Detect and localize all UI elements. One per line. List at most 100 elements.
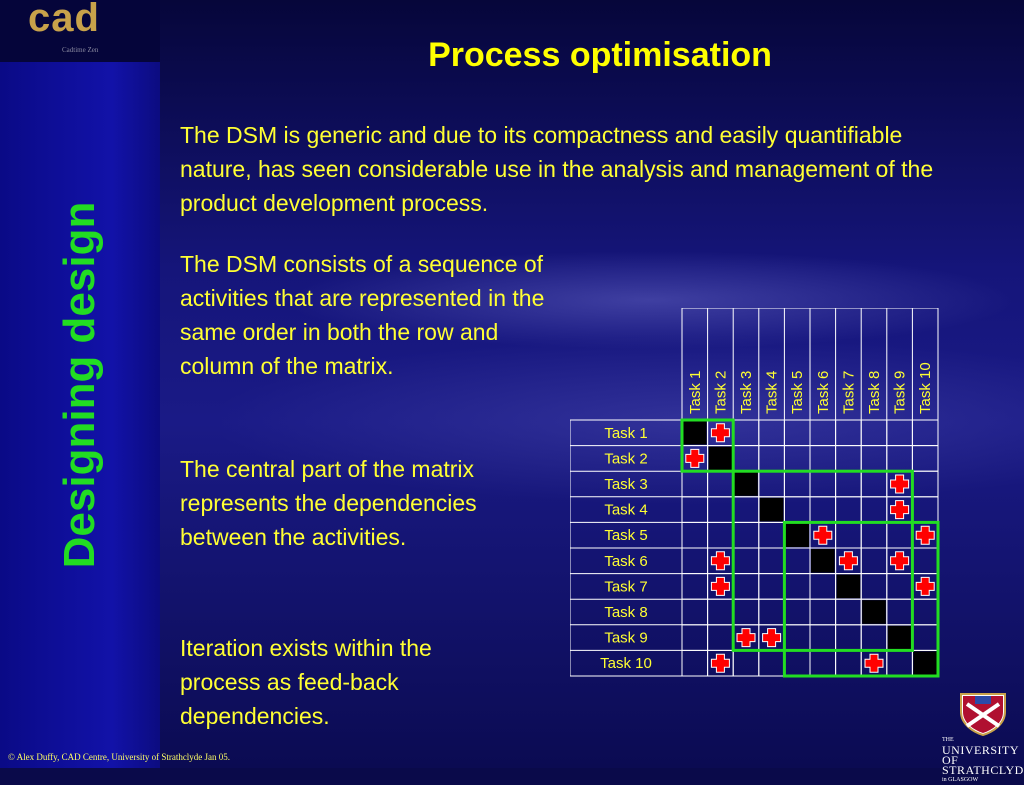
dsm-cell xyxy=(758,598,785,626)
dsm-cell xyxy=(732,598,760,626)
dsm-cell xyxy=(732,547,760,575)
dsm-cell xyxy=(809,419,837,447)
dsm-column-label: Task 10 xyxy=(917,362,934,414)
dsm-dependency-mark xyxy=(838,551,858,571)
logo-subtext: Cadtime Zen xyxy=(62,46,99,54)
university-crest-icon xyxy=(960,693,1006,736)
dsm-diagonal-cell xyxy=(836,574,861,599)
dsm-column-label: Task 6 xyxy=(815,371,832,414)
university-glasgow: in GLASGOW xyxy=(942,777,979,783)
dsm-cell xyxy=(809,573,837,600)
dsm-cell xyxy=(732,573,760,600)
dsm-iteration-group xyxy=(782,520,940,678)
dsm-cell xyxy=(809,624,837,651)
dsm-row-label: Task 6 xyxy=(604,553,647,570)
dsm-cell xyxy=(783,470,811,498)
dsm-dependency-mark xyxy=(915,525,935,545)
dsm-cell xyxy=(911,419,939,447)
dsm-cell xyxy=(835,624,862,651)
dsm-dependency-mark xyxy=(864,653,884,673)
dsm-cell xyxy=(758,521,785,549)
sidebar-vertical-title: Designing design xyxy=(55,201,104,569)
dsm-cell xyxy=(681,624,709,651)
dsm-diagonal-cell xyxy=(887,625,912,650)
dsm-cell xyxy=(860,419,888,447)
dsm-cell xyxy=(707,470,734,498)
dsm-diagonal-cell xyxy=(759,497,784,522)
dsm-diagonal-cell xyxy=(811,549,835,573)
dsm-dependency-mark xyxy=(710,551,730,571)
dsm-cell xyxy=(860,521,888,549)
university-of: UNIVERSITY OF xyxy=(942,743,1019,767)
dsm-cell xyxy=(809,496,837,523)
dsm-cell xyxy=(886,521,913,549)
dsm-dependency-mark xyxy=(915,576,935,596)
dsm-diagonal-cell xyxy=(708,446,733,471)
dsm-cell xyxy=(783,573,811,600)
dsm-cell xyxy=(835,445,862,472)
dsm-dependency-mark xyxy=(813,525,833,545)
dsm-column-label: Task 8 xyxy=(866,371,883,414)
dsm-cell xyxy=(860,573,888,600)
dsm-cell xyxy=(732,445,760,472)
dsm-cell xyxy=(809,470,837,498)
dsm-cell xyxy=(835,470,862,498)
dsm-dependency-mark xyxy=(710,576,730,596)
dsm-column-label: Task 4 xyxy=(764,371,781,414)
dsm-row-label: Task 1 xyxy=(604,425,647,442)
dsm-diagonal-cell xyxy=(785,523,809,547)
dsm-row-label: Task 8 xyxy=(604,604,647,621)
logo-text: cad xyxy=(28,0,100,40)
dsm-cell xyxy=(911,470,939,498)
dsm-cell xyxy=(860,496,888,523)
dsm-cell xyxy=(835,521,862,549)
dsm-cell xyxy=(783,445,811,472)
dsm-cell xyxy=(886,419,913,447)
dsm-cell xyxy=(707,521,734,549)
dsm-diagonal-cell xyxy=(734,472,758,496)
dsm-cell xyxy=(732,649,760,677)
dsm-cell xyxy=(783,419,811,447)
paragraph-dsm-iteration: Iteration exists within the process as f… xyxy=(180,635,432,729)
dsm-cell xyxy=(732,419,760,447)
dsm-cell xyxy=(758,419,785,447)
dsm-diagonal-cell xyxy=(913,651,937,675)
dsm-diagonal-cell xyxy=(683,421,707,445)
dsm-cell xyxy=(911,547,939,575)
dsm-cell xyxy=(758,573,785,600)
dsm-cell xyxy=(911,445,939,472)
dsm-cell xyxy=(783,598,811,626)
dsm-cell xyxy=(809,445,837,472)
dsm-cell xyxy=(681,521,709,549)
dsm-row-label: Task 4 xyxy=(604,502,647,519)
dsm-cell xyxy=(783,547,811,575)
dsm-cell xyxy=(809,598,837,626)
dsm-cell xyxy=(783,624,811,651)
dsm-cell xyxy=(707,496,734,523)
dsm-cell xyxy=(707,624,734,651)
dsm-row-label: Task 3 xyxy=(604,476,647,493)
dsm-diagonal-cell xyxy=(862,600,886,624)
dsm-cell xyxy=(732,496,760,523)
dsm-cell xyxy=(783,649,811,677)
dsm-cell xyxy=(758,445,785,472)
dsm-cell xyxy=(732,521,760,549)
dsm-cell xyxy=(860,624,888,651)
dsm-cell xyxy=(886,649,913,677)
dsm-column-label: Task 5 xyxy=(789,371,806,414)
dsm-cell xyxy=(758,649,785,677)
dsm-dependency-mark xyxy=(736,628,756,648)
slide-title: Process optimisation xyxy=(428,36,772,74)
dsm-cell xyxy=(860,470,888,498)
dsm-iteration-group xyxy=(680,418,735,473)
dsm-row-label: Task 7 xyxy=(604,578,647,595)
dsm-cell xyxy=(681,649,709,677)
paragraph-dsm-generic: The DSM is generic and due to its compac… xyxy=(180,122,934,216)
dsm-row-label: Task 2 xyxy=(604,450,647,467)
dsm-dependency-mark xyxy=(710,423,730,443)
dsm-dependency-mark xyxy=(890,474,910,494)
dsm-cell xyxy=(911,598,939,626)
